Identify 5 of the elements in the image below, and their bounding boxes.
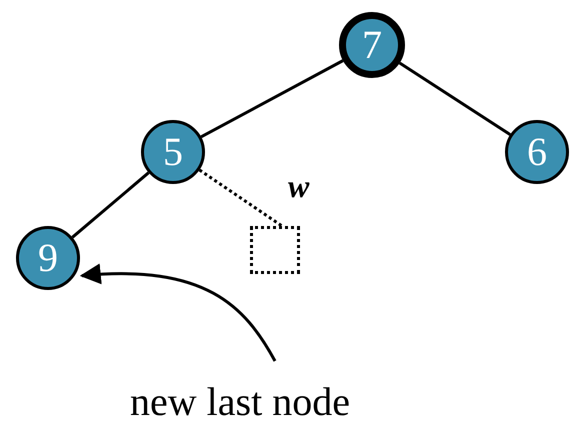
variable-label: w	[288, 170, 310, 202]
connector-line	[198, 168, 283, 228]
annotation-text: new last node	[110, 382, 370, 422]
connector-line	[71, 172, 150, 238]
arrow	[80, 264, 276, 362]
